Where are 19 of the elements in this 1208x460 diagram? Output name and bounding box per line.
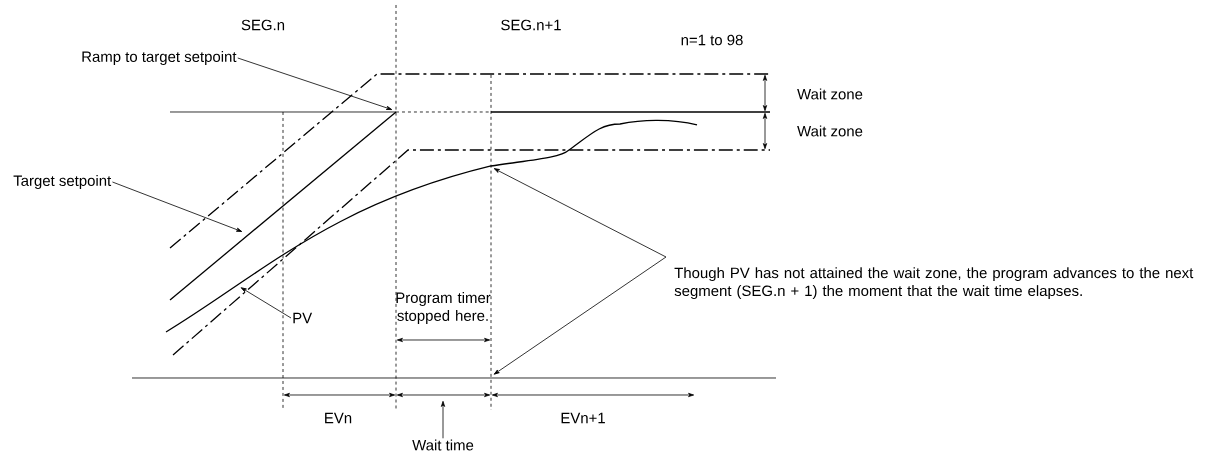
- leader-line: [240, 287, 292, 319]
- segment-label: SEG.n+1: [501, 19, 561, 31]
- leader-line: [493, 168, 667, 258]
- dimension-label: EVn+1: [561, 412, 605, 424]
- leader-line: [112, 181, 243, 232]
- callout-text: PV: [293, 312, 313, 324]
- note-text: Though PV has not attained the wait zone, the program advances to the next segment (SEG.n + 1) the moment that the wait time elapses.: [674, 267, 1194, 300]
- callout-text: Wait time: [412, 439, 474, 451]
- leader-line: [493, 256, 667, 375]
- note-text: n=1 to 98: [681, 34, 743, 46]
- segment-label: SEG.n: [241, 19, 285, 31]
- dimension-label: EVn: [325, 412, 352, 424]
- dimension-label: Wait zone: [797, 88, 863, 100]
- callout-text: Target setpoint: [13, 175, 112, 189]
- leader-line: [237, 57, 393, 110]
- leader-line: [441, 400, 446, 439]
- callout-text: Ramp to target setpoint: [82, 51, 237, 65]
- dimension-label: Program timer stopped here.: [396, 292, 491, 324]
- dimension-label: Wait zone: [797, 125, 863, 137]
